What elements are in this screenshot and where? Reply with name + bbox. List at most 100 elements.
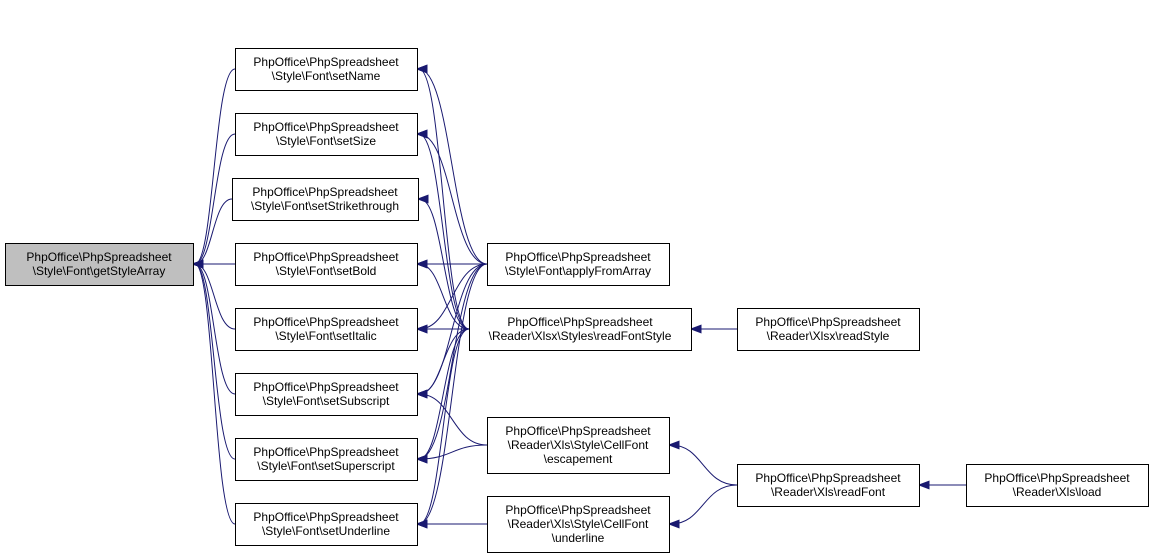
node-label-line: PhpOffice\PhpSpreadsheet [984, 471, 1130, 485]
edge-readFontStyle-to-setStrikethrough [416, 194, 470, 330]
node-setSuperscript[interactable]: PhpOffice\PhpSpreadsheet\Style\Font\setS… [235, 438, 418, 481]
node-label-line: \Reader\Xls\load [1013, 485, 1102, 499]
node-getStyleArray[interactable]: PhpOffice\PhpSpreadsheet\Style\Font\getS… [5, 243, 194, 286]
node-box [5, 243, 194, 286]
edge-line [418, 263, 488, 525]
edge-line [194, 68, 236, 265]
node-label-line: \Reader\Xls\Style\CellFont [508, 517, 649, 531]
node-label-line: \Style\Font\setItalic [275, 329, 376, 343]
node-box [235, 373, 418, 416]
node-readStyle[interactable]: PhpOffice\PhpSpreadsheet\Reader\Xlsx\rea… [737, 308, 920, 351]
edge-line [670, 484, 738, 525]
node-setItalic[interactable]: PhpOffice\PhpSpreadsheet\Style\Font\setI… [235, 308, 418, 351]
edge-line [418, 68, 488, 265]
node-label-line: PhpOffice\PhpSpreadsheet [253, 445, 399, 459]
node-box [469, 308, 692, 351]
edge-escapement-to-setSuperscript [415, 444, 488, 464]
node-box [235, 113, 418, 156]
node-setUnderline[interactable]: PhpOffice\PhpSpreadsheet\Style\Font\setU… [235, 503, 418, 546]
edge-line [194, 263, 236, 525]
node-box [235, 48, 418, 91]
arrowhead [191, 259, 204, 269]
node-label-line: \escapement [544, 452, 613, 466]
node-label-line: PhpOffice\PhpSpreadsheet [252, 185, 398, 199]
node-label-line: \Style\Font\applyFromArray [505, 264, 651, 278]
edge-readFontStyle-to-setSize [415, 129, 470, 330]
edge-line [418, 133, 488, 265]
edge-readFontStyle-to-setName [415, 64, 470, 330]
edge-line [418, 68, 470, 330]
node-setName[interactable]: PhpOffice\PhpSpreadsheet\Style\Font\setN… [235, 48, 418, 91]
edge-applyFromArray-to-setName [415, 64, 488, 265]
node-load[interactable]: PhpOffice\PhpSpreadsheet\Reader\Xls\load [966, 464, 1149, 507]
edge-underline-to-setUnderline [415, 519, 487, 529]
node-label-line: PhpOffice\PhpSpreadsheet [505, 424, 651, 438]
node-setSubscript[interactable]: PhpOffice\PhpSpreadsheet\Style\Font\setS… [235, 373, 418, 416]
node-label-line: \Style\Font\setSubscript [263, 394, 390, 408]
node-label-line: PhpOffice\PhpSpreadsheet [253, 55, 399, 69]
edge-line [418, 328, 470, 460]
arrowhead [415, 129, 428, 139]
node-label-line: \Style\Font\setUnderline [262, 524, 390, 538]
node-label-line: PhpOffice\PhpSpreadsheet [755, 315, 901, 329]
edge-line [418, 393, 488, 446]
edge-setName-to-getStyleArray [191, 68, 236, 269]
edge-readFontStyle-to-setItalic [415, 324, 469, 334]
arrowhead [415, 259, 428, 269]
node-box [487, 243, 670, 286]
node-box [487, 417, 670, 474]
edge-line [194, 263, 236, 395]
node-box [966, 464, 1149, 507]
node-label-line: \Style\Font\setName [272, 69, 381, 83]
node-label-line: \underline [552, 531, 605, 545]
node-label-line: PhpOffice\PhpSpreadsheet [253, 380, 399, 394]
node-label-line: \Style\Font\setSize [276, 134, 376, 148]
arrowhead [917, 480, 930, 490]
node-label-line: \Style\Font\setBold [276, 264, 377, 278]
arrowhead [415, 64, 428, 74]
edge-readFont-to-underline [667, 484, 738, 529]
node-label-line: PhpOffice\PhpSpreadsheet [253, 510, 399, 524]
node-setStrikethrough[interactable]: PhpOffice\PhpSpreadsheet\Style\Font\setS… [232, 178, 419, 221]
node-label-line: PhpOffice\PhpSpreadsheet [507, 315, 653, 329]
node-applyFromArray[interactable]: PhpOffice\PhpSpreadsheet\Style\Font\appl… [487, 243, 670, 286]
node-readFontStyle[interactable]: PhpOffice\PhpSpreadsheet\Reader\Xlsx\Sty… [469, 308, 692, 351]
node-label-line: \Reader\Xlsx\Styles\readFontStyle [489, 329, 672, 343]
edge-line [418, 133, 470, 330]
node-label-line: PhpOffice\PhpSpreadsheet [26, 250, 172, 264]
arrowhead [416, 194, 429, 204]
edge-readFontStyle-to-setBold [415, 259, 470, 330]
arrowhead [415, 324, 428, 334]
edge-setSize-to-getStyleArray [191, 133, 236, 269]
node-box [737, 464, 920, 507]
edge-readFontStyle-to-setUnderline [415, 328, 470, 529]
arrowhead [415, 454, 428, 464]
node-escapement[interactable]: PhpOffice\PhpSpreadsheet\Reader\Xls\Styl… [487, 417, 670, 474]
node-box [232, 178, 419, 221]
node-label-line: \Style\Font\getStyleArray [33, 264, 166, 278]
arrowhead [415, 519, 428, 529]
node-setBold[interactable]: PhpOffice\PhpSpreadsheet\Style\Font\setB… [235, 243, 418, 286]
edge-readFontStyle-to-setSubscript [415, 328, 470, 399]
edge-line [194, 133, 236, 265]
node-label-line: \Reader\Xlsx\readStyle [767, 329, 890, 343]
edge-line [418, 263, 488, 330]
node-box [487, 496, 670, 553]
edge-load-to-readFont [917, 480, 966, 490]
node-setSize[interactable]: PhpOffice\PhpSpreadsheet\Style\Font\setS… [235, 113, 418, 156]
edge-line [418, 263, 488, 460]
edge-setUnderline-to-getStyleArray [191, 259, 236, 525]
node-underline[interactable]: PhpOffice\PhpSpreadsheet\Reader\Xls\Styl… [487, 496, 670, 553]
nodes-layer: PhpOffice\PhpSpreadsheet\Style\Font\getS… [5, 48, 1149, 553]
node-box [235, 308, 418, 351]
node-box [737, 308, 920, 351]
node-label-line: PhpOffice\PhpSpreadsheet [253, 250, 399, 264]
edge-applyFromArray-to-setSuperscript [415, 263, 488, 464]
node-label-line: PhpOffice\PhpSpreadsheet [505, 250, 651, 264]
node-readFont[interactable]: PhpOffice\PhpSpreadsheet\Reader\Xls\read… [737, 464, 920, 507]
edge-escapement-to-setSubscript [415, 389, 488, 446]
edge-readStyle-to-readFontStyle [689, 324, 737, 334]
edge-line [418, 328, 470, 395]
edge-line [418, 444, 488, 460]
node-label-line: \Style\Font\setStrikethrough [251, 199, 399, 213]
